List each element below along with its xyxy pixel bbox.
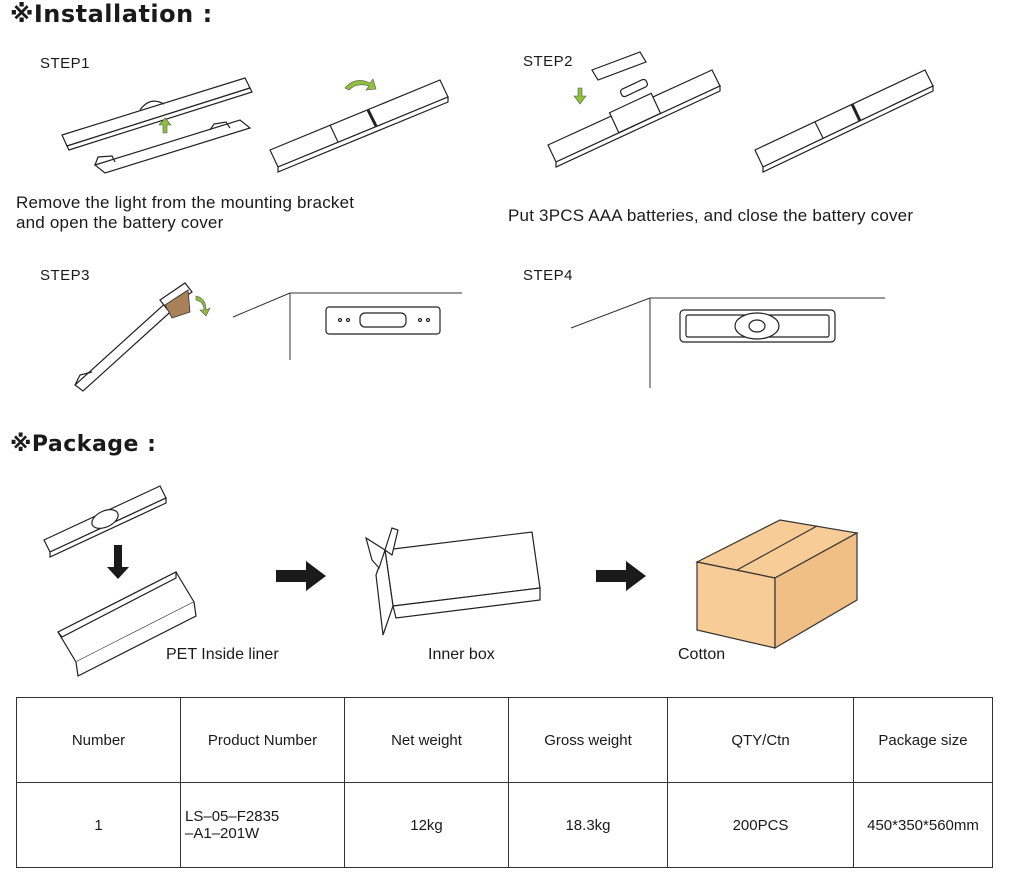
header-net-weight: Net weight	[344, 697, 509, 783]
step2-caption: Put 3PCS AAA batteries, and close the ba…	[508, 206, 914, 225]
package-heading: ※Package :	[10, 432, 157, 457]
header-qty: QTY/Ctn	[667, 697, 854, 783]
step2-label: STEP2	[523, 53, 574, 70]
header-number: Number	[16, 697, 181, 783]
product-number-line2: –A1–201W	[185, 825, 260, 842]
step1-caption-line2: and open the battery cover	[16, 213, 224, 232]
installation-heading: ※Installation :	[10, 0, 213, 28]
table-header-row: Number Product Number Net weight Gross w…	[16, 697, 993, 783]
package-label-inner-box: Inner box	[428, 646, 495, 663]
step4-label: STEP4	[523, 267, 574, 284]
product-number-line1: LS–05–F2835	[185, 808, 280, 825]
cell-qty: 200PCS	[667, 782, 854, 868]
package-label-liner: PET Inside liner	[166, 646, 279, 663]
step1-caption-line1: Remove the light from the mounting brack…	[16, 193, 355, 212]
package-label-carton: Cotton	[678, 646, 726, 663]
cell-gross-weight: 18.3kg	[508, 782, 668, 868]
cell-package-size: 450*350*560mm	[853, 782, 993, 868]
step3-label: STEP3	[40, 267, 91, 284]
header-package-size: Package size	[853, 697, 993, 783]
table-row: 1 LS–05–F2835 –A1–201W 12kg 18.3kg 200PC…	[16, 782, 993, 868]
header-product-number: Product Number	[180, 697, 345, 783]
cell-net-weight: 12kg	[344, 782, 509, 868]
step1-label: STEP1	[40, 55, 91, 72]
header-gross-weight: Gross weight	[508, 697, 668, 783]
cell-product-number: LS–05–F2835 –A1–201W	[180, 782, 345, 868]
cell-number: 1	[16, 782, 181, 868]
spec-table: Number Product Number Net weight Gross w…	[16, 697, 993, 868]
